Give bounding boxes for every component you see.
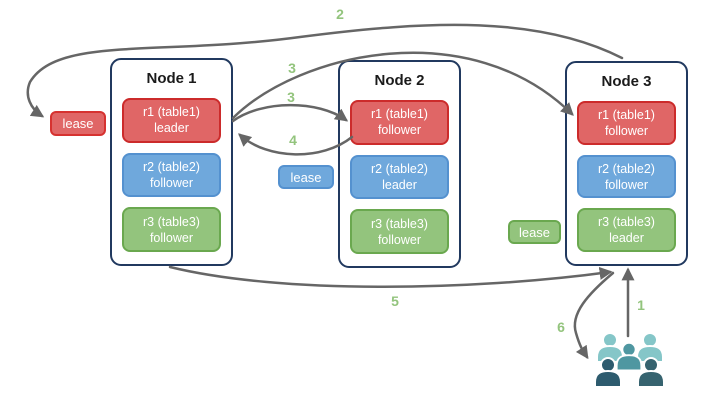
replica-role: follower — [149, 176, 194, 190]
replica-name: r1 (table1) — [371, 107, 428, 122]
replica-role: follower — [604, 177, 649, 192]
replica-name: r3 (table3) — [371, 216, 428, 231]
replica-role: follower — [377, 123, 422, 138]
step-label-2: 2 — [336, 6, 344, 22]
replica-block: r3 (table3) leader — [577, 208, 676, 253]
node-box-3: Node 3 r1 (table1) follower r2 (table2) … — [565, 61, 688, 266]
replica-block: r1 (table1) follower — [577, 101, 676, 145]
replica-role: follower — [149, 230, 194, 245]
node-title: Node 3 — [601, 73, 652, 90]
replica-block: r1 (table1) leader — [122, 98, 221, 143]
replica-name: r2 (table2) — [143, 160, 200, 174]
step-label-3a: 3 — [288, 60, 296, 76]
replica-role: leader — [609, 231, 644, 246]
lease-badge-table2: lease — [278, 165, 334, 189]
step-label-1: 1 — [637, 297, 645, 313]
arrow-step-6 — [573, 271, 615, 360]
replica-name: r3 (table3) — [598, 215, 655, 230]
replica-block: r3 (table3) follower — [350, 209, 449, 255]
step-label-6: 6 — [557, 319, 565, 335]
arrow-step-3-to-node2 — [231, 103, 349, 123]
replica-name: r1 (table1) — [598, 107, 655, 122]
node-box-2: Node 2 r1 (table1) follower r2 (table2) … — [338, 60, 461, 268]
replica-role: leader — [382, 178, 417, 192]
node-box-1: Node 1 r1 (table1) leader r2 (table2) fo… — [110, 58, 233, 266]
replica-name: r3 (table3) — [143, 214, 200, 229]
step-label-3b: 3 — [287, 89, 295, 105]
replica-name: r2 (table2) — [598, 161, 655, 176]
replica-block: r2 (table2) leader — [350, 154, 449, 200]
replica-block: r1 (table1) follower — [350, 100, 449, 145]
replica-role: follower — [604, 123, 649, 138]
node-title: Node 2 — [374, 72, 425, 89]
replica-name: r2 (table2) — [371, 162, 428, 176]
users-group-icon — [594, 332, 665, 388]
replica-block: r3 (table3) follower — [122, 207, 221, 253]
step-label-5: 5 — [391, 293, 399, 309]
step-label-4: 4 — [289, 132, 297, 148]
replica-block: r2 (table2) follower — [577, 154, 676, 199]
lease-badge-table3: lease — [508, 220, 561, 244]
node-title: Node 1 — [146, 70, 197, 87]
replica-name: r1 (table1) — [143, 105, 200, 120]
arrow-step-5 — [168, 265, 613, 288]
lease-badge-table1: lease — [50, 111, 106, 136]
replica-block: r2 (table2) follower — [122, 152, 221, 198]
replica-role: follower — [377, 232, 422, 247]
replica-role: leader — [154, 121, 189, 136]
